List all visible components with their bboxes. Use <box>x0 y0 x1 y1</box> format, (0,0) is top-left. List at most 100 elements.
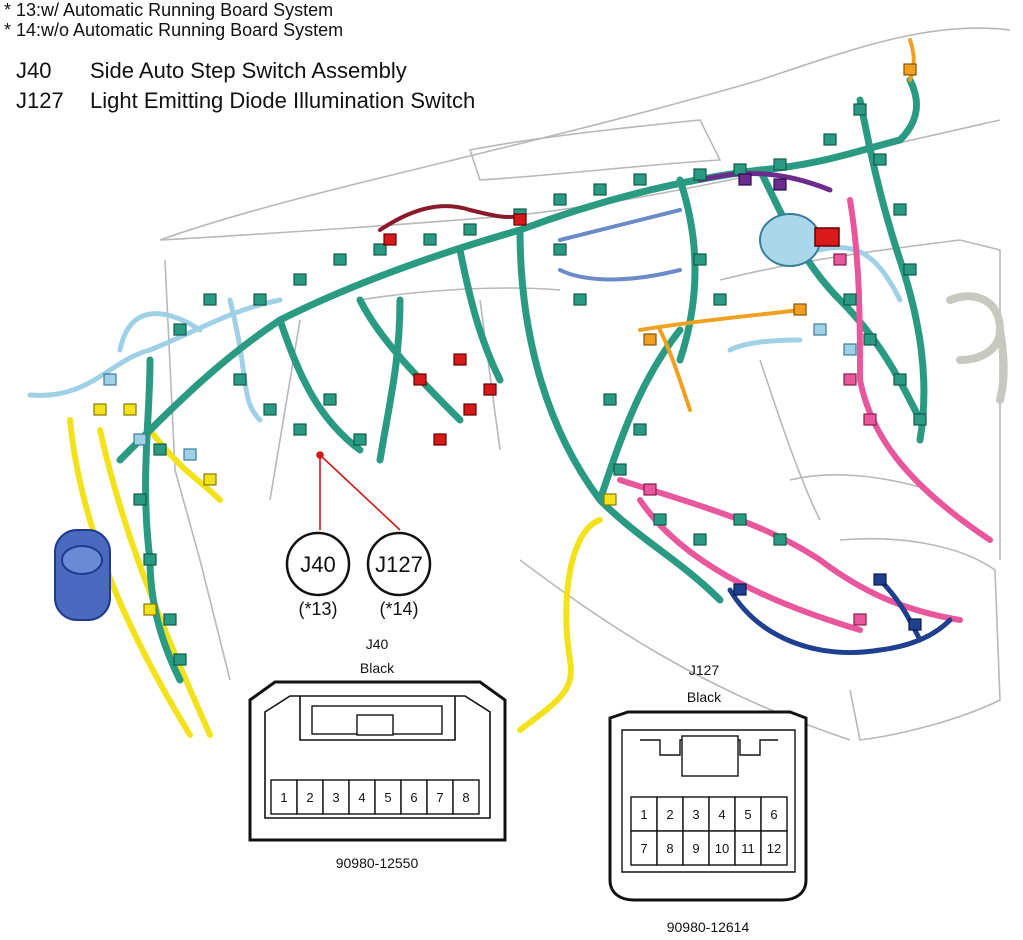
callout-note: (*13) <box>298 599 337 619</box>
connector-pin[interactable]: 11 <box>734 830 762 866</box>
connector-pin[interactable]: 12 <box>760 830 788 866</box>
harness-connector <box>843 293 857 306</box>
connector-pin[interactable]: 1 <box>270 779 298 815</box>
connector-color: Black <box>360 660 395 676</box>
legend-name: Side Auto Step Switch Assembly <box>90 58 407 83</box>
harness-connector <box>143 603 157 616</box>
harness-connector <box>733 583 747 596</box>
pin-number: 7 <box>640 841 647 856</box>
harness-connector <box>893 203 907 216</box>
harness-connector <box>893 373 907 386</box>
connector-pin[interactable]: 8 <box>656 830 684 866</box>
harness-connector <box>833 253 847 266</box>
connector-pin[interactable]: 9 <box>682 830 710 866</box>
harness-connector <box>143 553 157 566</box>
harness-connector <box>823 133 837 146</box>
harness-connector <box>433 433 447 446</box>
harness-connector <box>163 613 177 626</box>
harness-connector <box>133 433 147 446</box>
harness-connector <box>93 403 107 416</box>
harness-connectors <box>93 63 927 666</box>
connector-pin[interactable]: 3 <box>682 796 710 832</box>
harness-connector <box>323 393 337 406</box>
harness-connector <box>453 353 467 366</box>
legend-row-j40: J40 Side Auto Step Switch Assembly <box>16 56 475 86</box>
connector-pin[interactable]: 8 <box>452 779 480 815</box>
harness-connector <box>693 253 707 266</box>
harness-connector <box>293 423 307 436</box>
pin-number: 8 <box>462 790 469 805</box>
connector-pin[interactable]: 3 <box>322 779 350 815</box>
callout-leaders <box>316 451 401 531</box>
callout-note: (*14) <box>379 599 418 619</box>
footnote-13: * 13:w/ Automatic Running Board System <box>4 0 334 20</box>
connector-pin[interactable]: 10 <box>708 830 736 866</box>
pin-number: 7 <box>436 790 443 805</box>
harness-connector <box>603 493 617 506</box>
harness-connector <box>573 293 587 306</box>
pin-number: 12 <box>767 841 781 856</box>
harness-connector <box>383 233 397 246</box>
footnotes: * 13:w/ Automatic Running Board System *… <box>4 0 343 40</box>
harness-connector <box>613 463 627 476</box>
pin-number: 4 <box>718 807 725 822</box>
harness-connector <box>203 473 217 486</box>
connector-pin[interactable]: 2 <box>296 779 324 815</box>
pin-number: 9 <box>692 841 699 856</box>
connector-pin[interactable]: 4 <box>708 796 736 832</box>
pin-number: 5 <box>744 807 751 822</box>
connector-pin[interactable]: 6 <box>760 796 788 832</box>
harness-connector <box>843 373 857 386</box>
harness-connector <box>293 273 307 286</box>
legend-code: J127 <box>16 88 64 113</box>
harness-connector <box>263 403 277 416</box>
pin-number: 4 <box>358 790 365 805</box>
connector-pin[interactable]: 1 <box>630 796 658 832</box>
harness-connector <box>793 303 807 316</box>
legend-name: Light Emitting Diode Illumination Switch <box>90 88 476 113</box>
connector-code: J40 <box>366 636 389 652</box>
harness-connector <box>643 333 657 346</box>
harness-connector <box>738 173 752 186</box>
legend-code: J40 <box>16 58 52 83</box>
component-legend: J40 Side Auto Step Switch Assembly J127 … <box>16 56 475 116</box>
harness-connector <box>333 253 347 266</box>
harness-connector <box>903 263 917 276</box>
legend-row-j127: J127 Light Emitting Diode Illumination S… <box>16 86 475 116</box>
connector-color: Black <box>687 689 722 705</box>
harness-connector <box>513 213 527 226</box>
harness-connector <box>913 413 927 426</box>
callout-j127[interactable]: J127 (*14) <box>366 531 432 619</box>
harness-connector <box>183 448 197 461</box>
pin-number: 5 <box>384 790 391 805</box>
connector-pin[interactable]: 2 <box>656 796 684 832</box>
connector-pin[interactable]: 4 <box>348 779 376 815</box>
pin-number: 6 <box>770 807 777 822</box>
harness-connector <box>773 533 787 546</box>
harness-connector <box>733 513 747 526</box>
pin-number: 6 <box>410 790 417 805</box>
pin-number: 10 <box>715 841 729 856</box>
harness-connector <box>123 403 137 416</box>
light-blue-component <box>759 213 840 267</box>
harness-connector <box>413 373 427 386</box>
harness-connector <box>373 243 387 256</box>
harness-connector <box>553 243 567 256</box>
harness-connector <box>873 153 887 166</box>
harness-connector <box>353 433 367 446</box>
connector-pin[interactable]: 6 <box>400 779 428 815</box>
harness-connector <box>713 293 727 306</box>
connector-pin[interactable]: 5 <box>374 779 402 815</box>
harness-connector <box>483 383 497 396</box>
harness-connector <box>773 178 787 191</box>
harness-connector <box>813 323 827 336</box>
connector-pin[interactable]: 7 <box>426 779 454 815</box>
connector-pin[interactable]: 7 <box>630 830 658 866</box>
harness-connector <box>233 373 247 386</box>
callout-j40[interactable]: J40 (*13) <box>285 531 351 619</box>
connector-pin[interactable]: 5 <box>734 796 762 832</box>
harness-connector <box>463 223 477 236</box>
